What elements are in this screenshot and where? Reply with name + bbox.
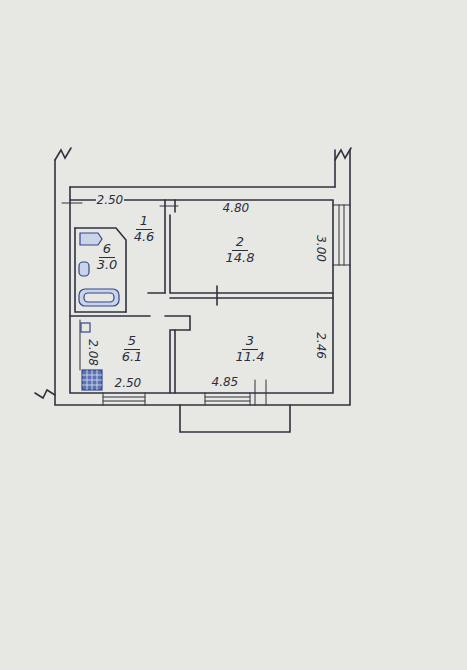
- dimension-label: 2.08: [85, 338, 98, 367]
- door-mark: [216, 286, 218, 305]
- dimension-label: 4.85: [211, 376, 240, 389]
- room-area: 4.6: [134, 230, 155, 244]
- dimension-label: 3.00: [313, 234, 326, 263]
- room-area: 3.0: [97, 258, 118, 272]
- stove-grid: [82, 370, 102, 390]
- room-label: 14.6: [132, 214, 157, 244]
- room-number: 6: [99, 242, 115, 257]
- dimension-label: 2.50: [96, 194, 125, 207]
- room-number: 2: [232, 235, 248, 250]
- wall-end: [334, 150, 336, 187]
- dimension-label: 2.46: [313, 331, 326, 360]
- wall-end: [69, 187, 71, 200]
- balcony-door: [255, 380, 266, 405]
- partition: [170, 215, 333, 293]
- kitchen-wall: [70, 316, 190, 393]
- room-label: 56.1: [120, 334, 145, 364]
- door-mark: [148, 292, 165, 294]
- bathroom-wall: [75, 228, 126, 312]
- room-number: 3: [242, 334, 258, 349]
- bathtub-inner: [84, 293, 114, 302]
- room-label: 311.4: [234, 334, 267, 364]
- balcony: [180, 405, 290, 432]
- break-mark: [35, 390, 55, 398]
- dimension-label: 2.50: [114, 377, 143, 390]
- outer-wall: [55, 150, 350, 405]
- room-area: 6.1: [122, 350, 143, 364]
- break-mark: [55, 148, 71, 160]
- window: [205, 393, 250, 405]
- partition: [170, 297, 333, 299]
- break-mark: [335, 148, 351, 160]
- partition: [164, 200, 166, 293]
- room-area: 11.4: [236, 350, 265, 364]
- window: [103, 393, 145, 405]
- inner-wall: [70, 200, 333, 393]
- kitchen-sink: [81, 323, 90, 332]
- room-label: 63.0: [95, 242, 120, 272]
- dimension-label: 4.80: [222, 202, 251, 215]
- toilet: [79, 262, 89, 276]
- bathroom-wall: [75, 228, 126, 312]
- kitchen-wall: [174, 330, 176, 393]
- room-number: 5: [124, 334, 140, 349]
- outer-wall: [70, 186, 335, 188]
- counter: [80, 320, 81, 370]
- stove: [82, 370, 102, 390]
- room-area: 14.8: [226, 251, 255, 265]
- window: [333, 205, 350, 265]
- room-number: 1: [136, 214, 152, 229]
- room-label: 214.8: [224, 235, 257, 265]
- bathtub: [79, 289, 119, 306]
